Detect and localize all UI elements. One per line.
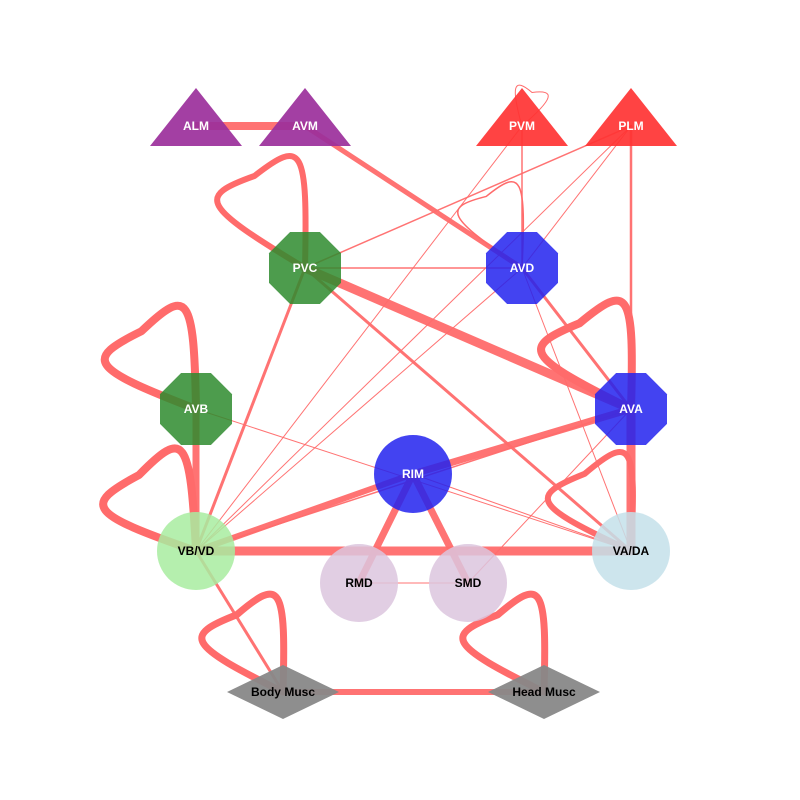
triangle-node-shape — [259, 88, 351, 146]
node-label: PVC — [293, 261, 318, 275]
node-label: PLM — [618, 119, 643, 133]
node-avb[interactable]: AVB — [160, 373, 232, 445]
node-smd[interactable]: SMD — [429, 544, 507, 622]
octagon-node-shape — [160, 373, 232, 445]
edge-avm-avd — [302, 123, 525, 271]
octagon-node-shape — [269, 232, 341, 304]
circle-node-shape — [429, 544, 507, 622]
diamond-node-shape — [488, 665, 600, 719]
node-label: Body Musc — [251, 685, 315, 699]
edge-avd-vbvd — [195, 267, 523, 552]
node-label: AVD — [510, 261, 535, 275]
node-vada[interactable]: VA/DA — [592, 512, 670, 590]
node-label: RIM — [402, 467, 424, 481]
triangle-node-shape — [150, 88, 242, 146]
node-label: RMD — [345, 576, 373, 590]
node-pvm[interactable]: PVM — [476, 88, 568, 146]
edge-pvc-vbvd — [194, 266, 307, 553]
self-loop-pvc — [214, 153, 309, 271]
edge-pvm-vbvd — [195, 125, 523, 552]
self-loop-ava — [537, 296, 636, 413]
node-ava[interactable]: AVA — [595, 373, 667, 445]
edges-layer — [99, 84, 636, 696]
node-avm[interactable]: AVM — [259, 88, 351, 146]
node-rmd[interactable]: RMD — [320, 544, 398, 622]
node-head[interactable]: Head Musc — [488, 665, 600, 719]
node-label: Head Musc — [512, 685, 576, 699]
octagon-node-shape — [486, 232, 558, 304]
node-label: AVB — [184, 402, 209, 416]
self-loop-vada — [544, 449, 636, 554]
triangle-node-shape — [476, 88, 568, 146]
self-loop-head — [459, 590, 549, 696]
node-vbvd[interactable]: VB/VD — [157, 512, 235, 590]
node-label: PVM — [509, 119, 535, 133]
node-body[interactable]: Body Musc — [227, 665, 339, 719]
node-label: SMD — [455, 576, 482, 590]
node-avd[interactable]: AVD — [486, 232, 558, 304]
self-loop-avb — [100, 301, 200, 413]
edge-pvc-ava — [300, 263, 636, 414]
circle-node-shape — [320, 544, 398, 622]
node-rim[interactable]: RIM — [374, 435, 452, 513]
node-label: VB/VD — [178, 544, 215, 558]
node-plm[interactable]: PLM — [585, 88, 677, 146]
node-alm[interactable]: ALM — [150, 88, 242, 146]
node-label: AVM — [292, 119, 318, 133]
edge-plm-vbvd — [195, 125, 632, 552]
octagon-node-shape — [595, 373, 667, 445]
self-loop-body — [198, 590, 288, 696]
self-loop-vbvd — [99, 444, 200, 555]
triangle-node-shape — [585, 88, 677, 146]
node-label: AVA — [619, 402, 643, 416]
circle-node-shape — [374, 435, 452, 513]
node-label: VA/DA — [613, 544, 650, 558]
node-pvc[interactable]: PVC — [269, 232, 341, 304]
edge-avd-vada — [521, 267, 632, 552]
circle-node-shape — [592, 512, 670, 590]
nodes-layer: ALM AVM PVM PLM PVC AVD AVB AVA RIM VB/VD VA/DA RMD… — [150, 88, 677, 719]
circle-node-shape — [157, 512, 235, 590]
diamond-node-shape — [227, 665, 339, 719]
edge-pvc-vada — [303, 266, 633, 553]
self-loop-avd — [457, 181, 525, 269]
node-label: ALM — [183, 119, 209, 133]
